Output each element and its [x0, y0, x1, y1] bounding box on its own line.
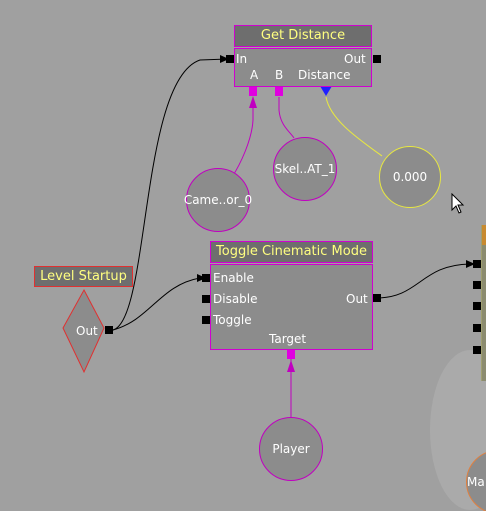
wire-toggle-out	[375, 263, 471, 299]
level-startup-title[interactable]: Level Startup	[34, 266, 133, 287]
wire-startup-to-getdistance	[112, 58, 229, 331]
skel-variable-label: Skel..AT_1	[274, 162, 336, 176]
toggle-disable-connector[interactable]	[202, 295, 210, 303]
float-variable[interactable]: 0.000	[379, 146, 441, 208]
offscreen-connector-2[interactable]	[473, 281, 481, 289]
offscreen-connector-1[interactable]	[473, 260, 481, 268]
get-distance-in-label: In	[236, 52, 248, 66]
level-startup-diamond[interactable]	[62, 288, 105, 374]
offscreen-connector-3[interactable]	[473, 302, 481, 310]
player-variable[interactable]: Player	[259, 417, 323, 481]
wire-arrow-a	[249, 96, 257, 108]
wire-startup-to-toggle	[112, 277, 205, 331]
get-distance-b-connector[interactable]	[275, 87, 283, 96]
level-startup-out-connector[interactable]	[105, 326, 113, 334]
get-distance-distance-label: Distance	[298, 68, 351, 82]
toggle-target-connector[interactable]	[287, 350, 295, 359]
get-distance-b-label: B	[275, 68, 284, 82]
wire-skel-to-b	[278, 97, 295, 139]
mouse-cursor-icon	[451, 193, 465, 214]
camera-variable-label: Came..or_0	[183, 193, 253, 207]
partial-variable-label: Ma	[467, 475, 485, 489]
wire-camera-to-a	[231, 97, 254, 178]
get-distance-node[interactable]: Get Distance In Out A B Distance	[234, 25, 372, 87]
toggle-enable-connector[interactable]	[202, 274, 210, 282]
get-distance-a-connector[interactable]	[249, 87, 257, 96]
camera-variable[interactable]: Came..or_0	[183, 168, 253, 232]
distance-output-arrow	[320, 86, 332, 96]
wire-distance-to-float	[325, 96, 383, 157]
wire-arrow-target	[287, 360, 295, 372]
toggle-enable-label: Enable	[213, 271, 254, 285]
toggle-toggle-connector[interactable]	[202, 316, 210, 324]
offscreen-node-partial[interactable]	[481, 225, 486, 381]
toggle-out-label: Out	[346, 292, 368, 306]
offscreen-connector-5[interactable]	[473, 346, 481, 354]
toggle-cinematic-title: Toggle Cinematic Mode	[210, 241, 373, 263]
toggle-cinematic-body	[210, 264, 373, 350]
wire-arrow-toggle-enable	[197, 274, 206, 282]
get-distance-title: Get Distance	[234, 25, 372, 47]
get-distance-body	[234, 48, 372, 87]
skel-variable[interactable]: Skel..AT_1	[273, 137, 337, 201]
level-startup-out-label: Out	[76, 324, 98, 338]
toggle-toggle-label: Toggle	[213, 313, 252, 327]
toggle-disable-label: Disable	[213, 292, 258, 306]
toggle-out-connector[interactable]	[373, 294, 381, 302]
offscreen-connector-4[interactable]	[473, 324, 481, 332]
toggle-cinematic-node[interactable]: Toggle Cinematic Mode Enable Disable Tog…	[210, 241, 373, 350]
player-variable-label: Player	[272, 442, 310, 456]
offscreen-node-title-strip	[482, 225, 486, 245]
wire-arrow-offscreen-node	[466, 260, 475, 268]
toggle-target-label: Target	[269, 332, 307, 346]
get-distance-out-label: Out	[344, 52, 366, 66]
float-variable-label: 0.000	[392, 170, 428, 184]
wire-arrow-getdistance-in	[220, 55, 229, 63]
partial-variable[interactable]: Ma	[466, 450, 486, 511]
get-distance-out-connector[interactable]	[373, 55, 381, 63]
get-distance-a-label: A	[250, 68, 259, 82]
get-distance-in-connector[interactable]	[226, 55, 234, 63]
